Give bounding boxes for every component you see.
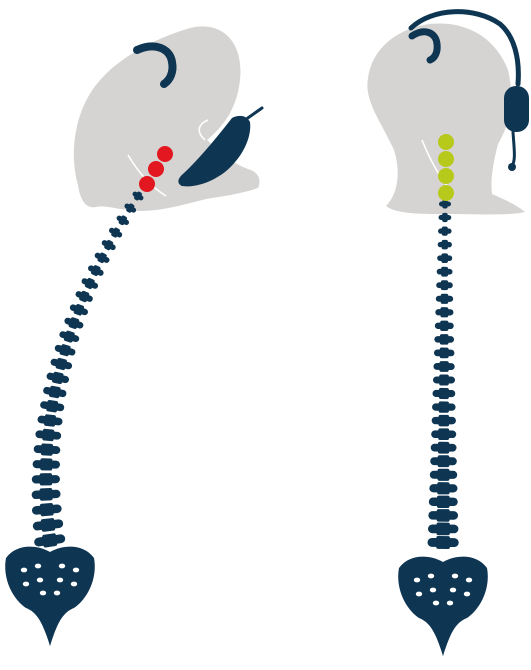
vertebra bbox=[438, 226, 452, 235]
vertebra bbox=[430, 455, 457, 467]
vertebra bbox=[33, 532, 66, 549]
vertebra bbox=[49, 356, 73, 372]
vertebra bbox=[100, 237, 118, 253]
vertebra bbox=[435, 321, 454, 331]
vertebra bbox=[438, 240, 452, 250]
neck-indicator-dot bbox=[139, 176, 155, 192]
pelvis-sacrum bbox=[398, 557, 488, 656]
vertebra bbox=[435, 307, 453, 317]
vertebra bbox=[427, 536, 458, 549]
vertebra bbox=[437, 267, 453, 277]
vertebra bbox=[74, 288, 95, 304]
vertebra bbox=[429, 482, 457, 494]
vertebra bbox=[93, 250, 112, 266]
neck-indicator-dot bbox=[438, 185, 454, 201]
vertebra bbox=[433, 374, 455, 385]
phone-posture-panel bbox=[5, 26, 262, 646]
vertebra bbox=[32, 458, 60, 471]
neck-indicator-dot bbox=[438, 151, 454, 167]
headset-posture-panel bbox=[367, 12, 529, 656]
vertebra bbox=[428, 509, 458, 522]
neck-indicator-dot bbox=[157, 146, 173, 162]
vertebra bbox=[42, 384, 67, 399]
vertebra bbox=[429, 496, 458, 509]
vertebra bbox=[428, 522, 459, 535]
straight-spine bbox=[398, 199, 488, 656]
vertebra bbox=[68, 302, 89, 318]
vertebra bbox=[433, 361, 454, 372]
vertebra bbox=[432, 388, 455, 399]
vertebra bbox=[39, 399, 65, 414]
neck-indicator-dot bbox=[438, 168, 454, 184]
vertebra bbox=[437, 253, 452, 263]
vertebra bbox=[37, 413, 63, 428]
vertebra bbox=[438, 213, 451, 222]
vertebra bbox=[32, 473, 60, 486]
vertebra bbox=[431, 442, 457, 454]
vertebra bbox=[35, 428, 62, 442]
vertebra bbox=[434, 334, 454, 345]
vertebra bbox=[436, 294, 453, 304]
vertebra bbox=[86, 263, 105, 279]
vertebra bbox=[434, 348, 455, 359]
vertebra bbox=[63, 315, 85, 331]
vertebra bbox=[80, 275, 100, 291]
vertebra bbox=[430, 469, 457, 481]
vertebra bbox=[432, 401, 456, 412]
vertebra bbox=[432, 415, 456, 427]
vertebra bbox=[31, 488, 60, 502]
vertebra bbox=[436, 280, 453, 290]
vertebra bbox=[45, 370, 70, 386]
vertebra bbox=[53, 342, 76, 358]
vertebra bbox=[115, 213, 131, 228]
neck-indicator-dot bbox=[148, 161, 164, 177]
vertebra bbox=[107, 225, 124, 240]
vertebra bbox=[33, 443, 60, 456]
vertebra bbox=[431, 428, 456, 440]
pelvis-sacrum bbox=[5, 547, 95, 646]
vertebra bbox=[32, 517, 64, 533]
neck-indicator-dot bbox=[438, 134, 454, 150]
vertebra bbox=[58, 328, 81, 344]
curved-spine bbox=[5, 189, 145, 646]
vertebra bbox=[32, 502, 63, 517]
